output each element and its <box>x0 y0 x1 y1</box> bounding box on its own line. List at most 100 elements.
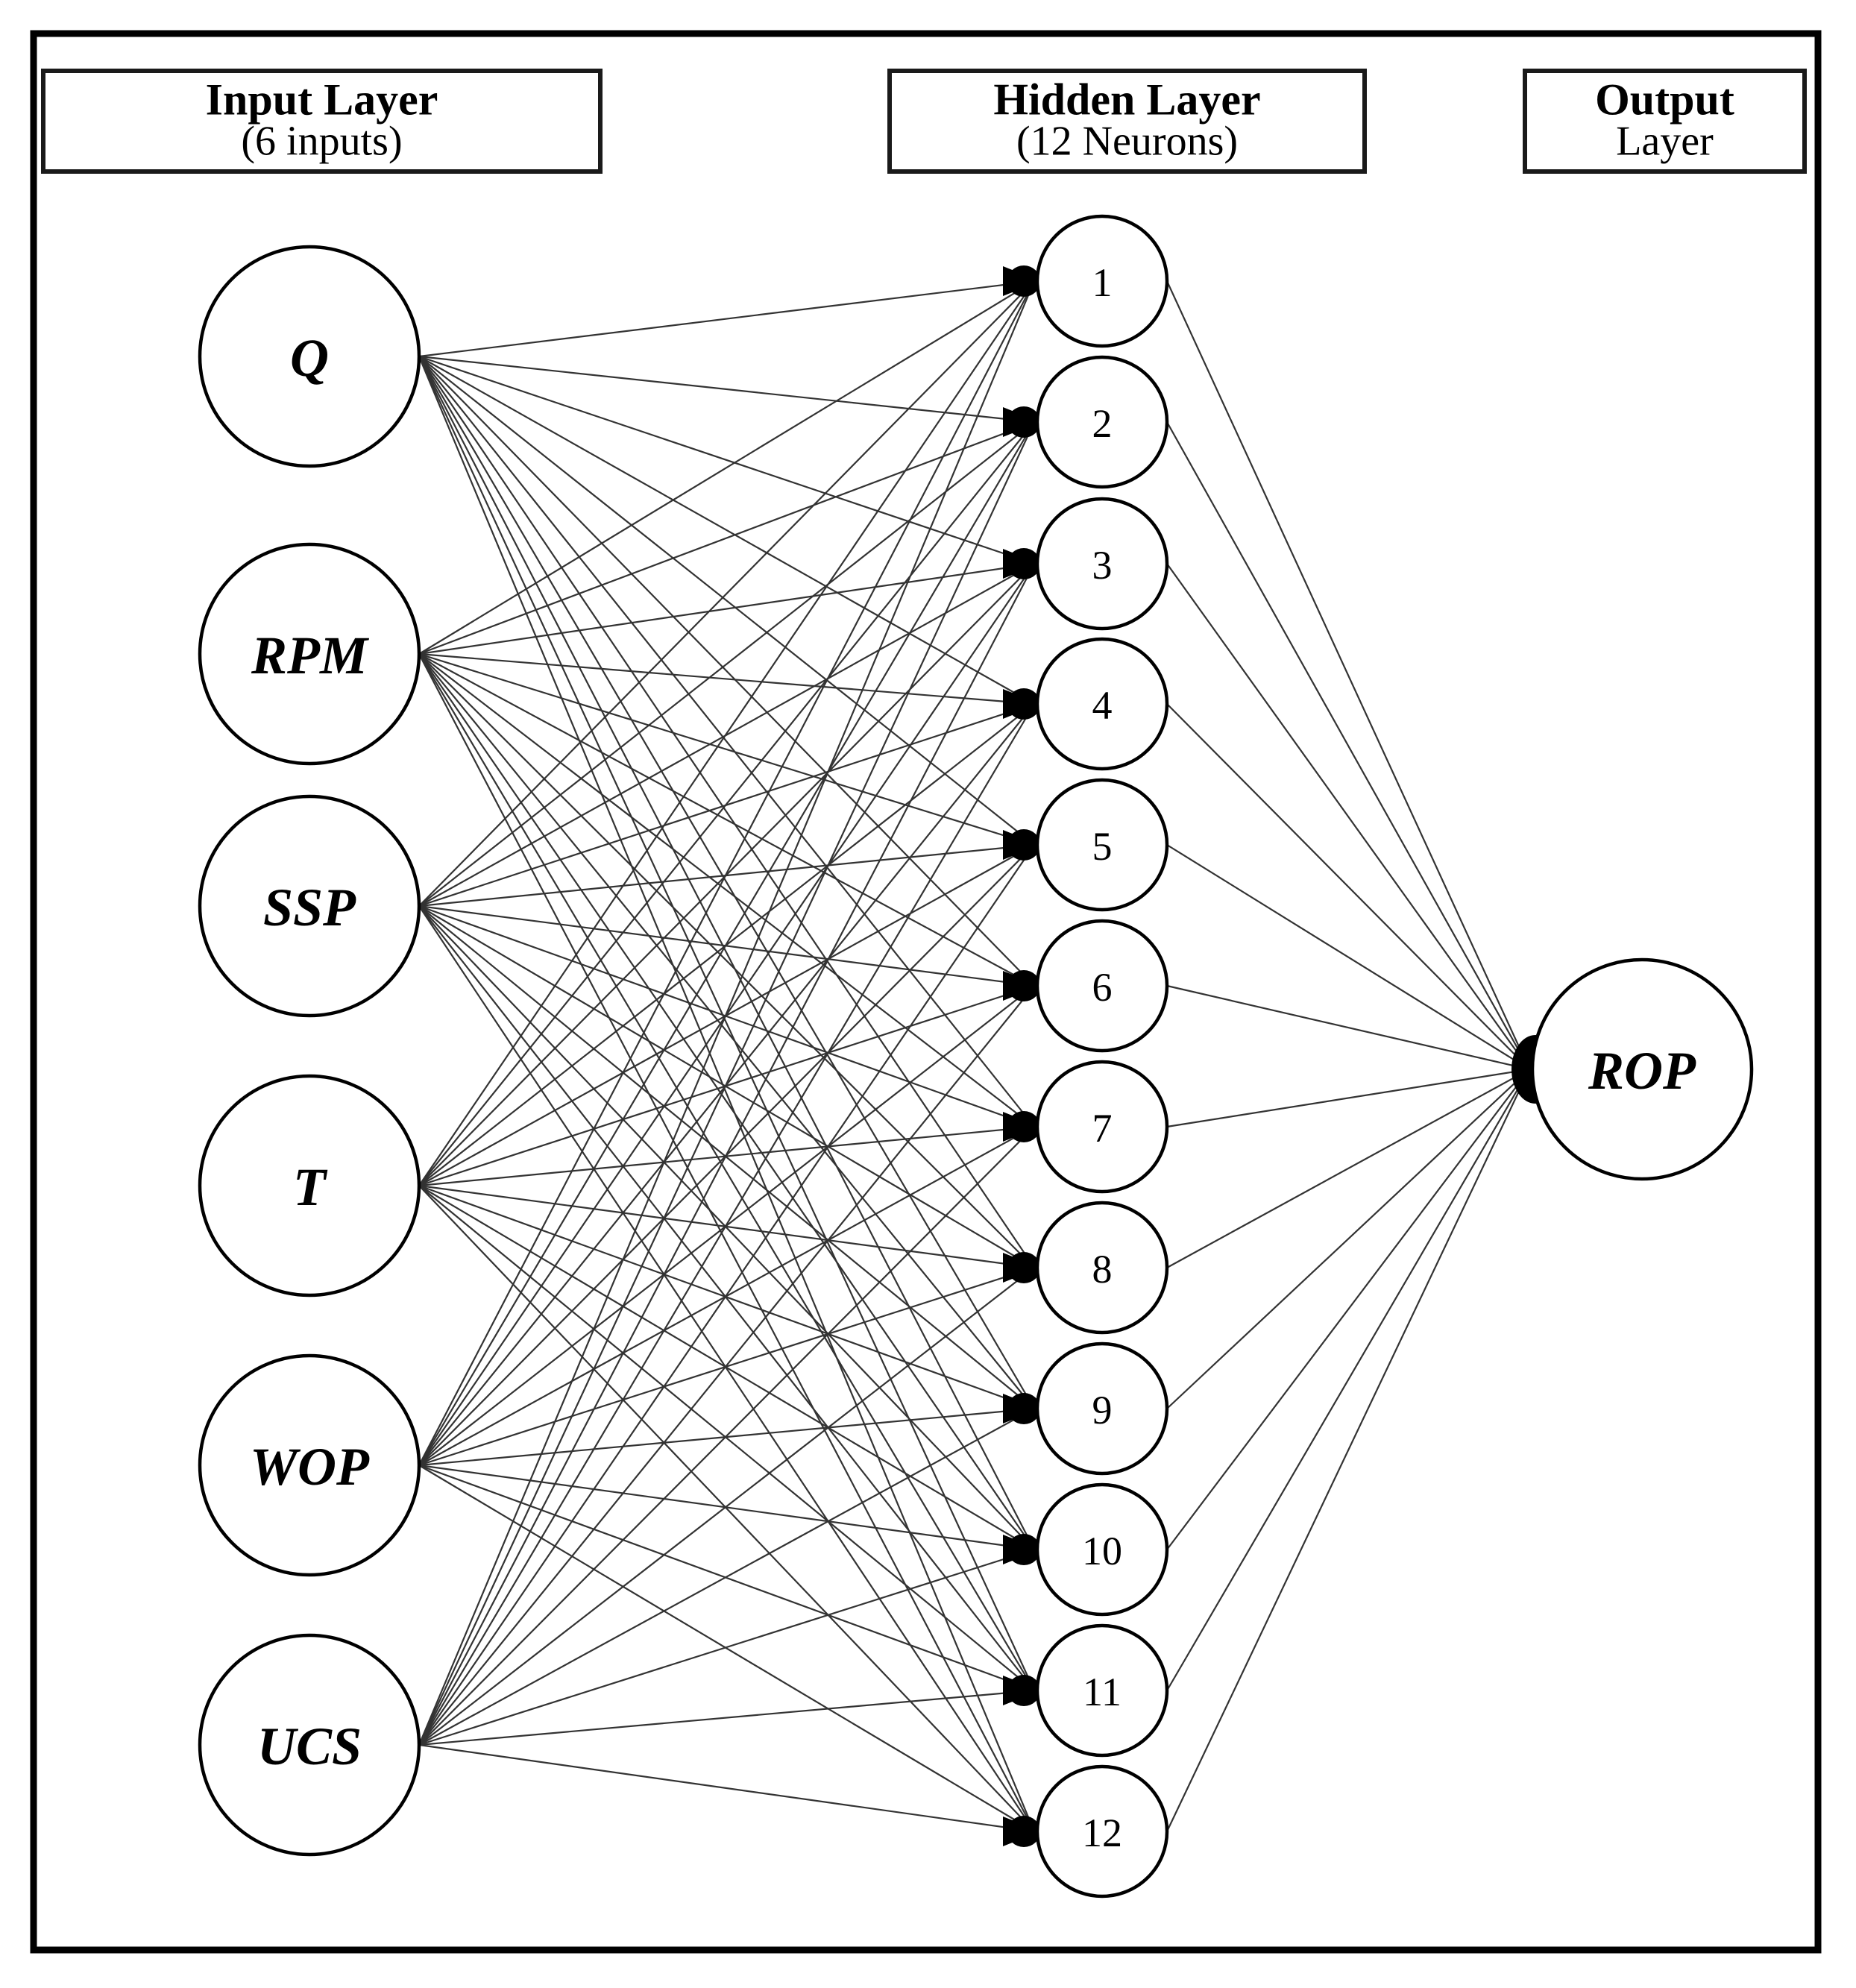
input-node-Q[interactable]: Q <box>198 245 421 468</box>
edge-hidden-6-to-output-ROP <box>1166 984 1530 1071</box>
input-node-circle-Q[interactable] <box>198 245 421 468</box>
edge-input-UCS-to-hidden-1 <box>418 280 1036 1746</box>
input-node-label-T: T <box>293 1157 328 1217</box>
header-subtitle-output: Layer <box>1616 119 1714 165</box>
hidden-node-12[interactable]: 12 <box>1035 1764 1169 1899</box>
hidden-node-circle-4[interactable] <box>1035 637 1169 771</box>
input-node-WOP[interactable]: WOP <box>198 1353 421 1577</box>
hidden-node-4[interactable]: 4 <box>1035 637 1169 771</box>
edge-input-UCS-to-hidden-3 <box>418 563 1035 1746</box>
edge-input-Q-to-hidden-4 <box>418 356 1035 705</box>
edge-input-T-to-hidden-9 <box>418 1184 1035 1410</box>
arrowhead-blob-hidden-7 <box>1007 1111 1040 1142</box>
edge-input-RPM-to-hidden-4 <box>418 652 1035 705</box>
header-box-rect-output <box>1523 69 1807 174</box>
input-node-label-RPM: RPM <box>251 626 370 685</box>
input-node-SSP[interactable]: SSP <box>198 794 421 1018</box>
edge-input-SSP-to-hidden-7 <box>418 905 1035 1128</box>
edge-input-SSP-to-hidden-11 <box>418 905 1035 1691</box>
edge-input-UCS-to-hidden-6 <box>418 985 1035 1746</box>
hidden-node-circle-7[interactable] <box>1035 1060 1169 1194</box>
hidden-node-11[interactable]: 11 <box>1035 1623 1169 1758</box>
output-node-ROP[interactable]: ROP <box>1530 957 1754 1181</box>
hidden-node-label-11: 11 <box>1083 1670 1122 1714</box>
hidden-node-6[interactable]: 6 <box>1035 919 1169 1053</box>
input-node-UCS[interactable]: UCS <box>198 1633 421 1857</box>
input-node-circle-RPM[interactable] <box>198 542 421 766</box>
header-box-rect-input <box>41 69 603 174</box>
layer-header-boxes: Input Layer(6 inputs)Hidden Layer(12 Neu… <box>41 69 1807 174</box>
hidden-node-circle-12[interactable] <box>1035 1764 1169 1899</box>
input-node-label-SSP: SSP <box>263 878 356 937</box>
edge-input-Q-to-hidden-6 <box>418 356 1035 987</box>
header-box-rect-hidden <box>887 69 1367 174</box>
hidden-node-label-12: 12 <box>1082 1811 1122 1855</box>
arrowhead-blob-hidden-9 <box>1007 1393 1040 1424</box>
edge-input-SSP-to-hidden-1 <box>418 280 1035 907</box>
edge-hidden-7-to-output-ROP <box>1166 1068 1530 1128</box>
input-node-circle-WOP[interactable] <box>198 1353 421 1577</box>
edge-input-Q-to-hidden-2 <box>418 355 1035 424</box>
hidden-node-circle-9[interactable] <box>1035 1341 1169 1476</box>
edge-input-UCS-to-hidden-7 <box>418 1126 1035 1746</box>
edge-input-RPM-to-hidden-7 <box>418 653 1035 1127</box>
hidden-node-circle-5[interactable] <box>1035 778 1169 912</box>
edges-hidden-to-output <box>1166 280 1530 1832</box>
input-layer-nodes: Q RPM SSP T WOP UCS <box>198 245 421 1857</box>
edge-input-Q-to-hidden-12 <box>418 356 1036 1832</box>
edge-input-WOP-to-hidden-12 <box>418 1465 1035 1832</box>
edge-input-RPM-to-hidden-8 <box>418 653 1035 1268</box>
header-title-input: Input Layer <box>206 75 438 124</box>
edge-input-UCS-to-hidden-12 <box>418 1743 1035 1833</box>
hidden-node-circle-10[interactable] <box>1035 1482 1169 1617</box>
input-node-circle-UCS[interactable] <box>198 1633 421 1857</box>
arrowhead-blob-hidden-12 <box>1007 1816 1040 1847</box>
input-node-RPM[interactable]: RPM <box>198 542 421 766</box>
hidden-node-circle-11[interactable] <box>1035 1623 1169 1758</box>
edge-input-WOP-to-hidden-11 <box>418 1464 1035 1692</box>
hidden-node-circle-6[interactable] <box>1035 919 1169 1053</box>
edge-input-Q-to-hidden-9 <box>418 356 1035 1409</box>
edge-input-UCS-to-hidden-8 <box>418 1267 1035 1746</box>
edge-input-UCS-to-hidden-11 <box>418 1689 1035 1746</box>
hidden-node-circle-8[interactable] <box>1035 1201 1169 1335</box>
input-node-circle-T[interactable] <box>198 1074 421 1297</box>
hidden-node-1[interactable]: 1 <box>1035 214 1169 348</box>
edge-hidden-5-to-output-ROP <box>1166 844 1530 1070</box>
input-node-circle-SSP[interactable] <box>198 794 421 1018</box>
edge-input-UCS-to-hidden-5 <box>418 844 1035 1746</box>
hidden-node-2[interactable]: 2 <box>1035 355 1169 489</box>
output-node-circle-ROP[interactable] <box>1530 957 1754 1181</box>
hidden-node-label-4: 4 <box>1092 683 1113 728</box>
header-title-hidden: Hidden Layer <box>993 75 1260 124</box>
edge-input-UCS-to-hidden-4 <box>418 703 1035 1746</box>
hidden-node-label-1: 1 <box>1092 260 1113 305</box>
hidden-node-circle-3[interactable] <box>1035 497 1169 631</box>
hidden-node-label-5: 5 <box>1092 824 1113 869</box>
edge-input-SSP-to-hidden-3 <box>418 563 1035 907</box>
hidden-node-3[interactable]: 3 <box>1035 497 1169 631</box>
edges-input-to-hidden <box>418 280 1036 1833</box>
edge-input-Q-to-hidden-10 <box>418 356 1035 1550</box>
hidden-node-9[interactable]: 9 <box>1035 1341 1169 1476</box>
edge-hidden-3-to-output-ROP <box>1166 563 1530 1070</box>
edge-input-RPM-to-hidden-3 <box>418 562 1035 655</box>
arrowhead-blob-hidden-10 <box>1007 1534 1040 1565</box>
edge-hidden-12-to-output-ROP <box>1166 1069 1530 1832</box>
input-node-T[interactable]: T <box>198 1074 421 1297</box>
header-title-output: Output <box>1595 75 1734 124</box>
hidden-node-5[interactable]: 5 <box>1035 778 1169 912</box>
hidden-node-10[interactable]: 10 <box>1035 1482 1169 1617</box>
hidden-node-circle-2[interactable] <box>1035 355 1169 489</box>
hidden-node-8[interactable]: 8 <box>1035 1201 1169 1335</box>
edge-input-WOP-to-hidden-1 <box>418 280 1035 1466</box>
edge-input-RPM-to-hidden-10 <box>418 653 1035 1550</box>
edge-input-T-to-hidden-1 <box>418 280 1035 1186</box>
hidden-node-7[interactable]: 7 <box>1035 1060 1169 1194</box>
edge-input-RPM-to-hidden-1 <box>418 280 1035 655</box>
hidden-node-label-9: 9 <box>1092 1388 1113 1432</box>
edge-input-RPM-to-hidden-9 <box>418 653 1035 1409</box>
edge-hidden-10-to-output-ROP <box>1166 1069 1530 1550</box>
hidden-node-circle-1[interactable] <box>1035 214 1169 348</box>
